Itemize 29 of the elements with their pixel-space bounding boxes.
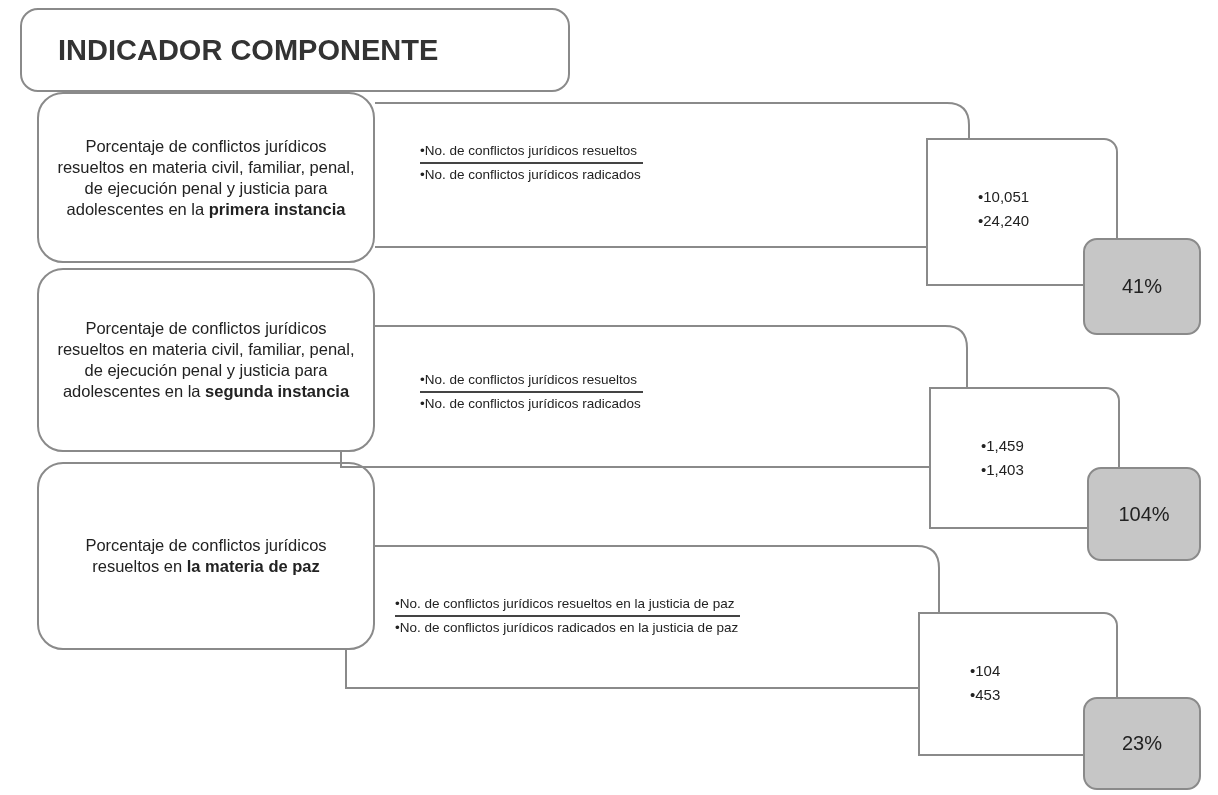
percentage-box: [1087, 467, 1201, 561]
count-value: •1,459: [981, 436, 1024, 456]
denominator-text: •No. de conflictos jurídicos radicados en la justicia de paz: [395, 619, 740, 637]
value-box: [918, 612, 1118, 756]
numerator-text: •No. de conflictos jurídicos resueltos: [420, 140, 644, 164]
count-value: •1,403: [981, 460, 1024, 480]
indicator-description: Porcentaje de conflictos jurídicos resueltos en la materia de paz: [84, 535, 328, 577]
indicator-box: [37, 92, 375, 263]
percentage-box: [1083, 697, 1201, 790]
count-value: •10,051: [978, 187, 1030, 207]
value-box: [926, 138, 1118, 286]
percentage-box: [1083, 238, 1201, 335]
indicator-box: [37, 462, 375, 650]
indicator-box: [37, 268, 375, 452]
percentage-value: 23%: [1122, 732, 1162, 755]
percentage-value: 104%: [1118, 502, 1170, 526]
count-value: •104: [970, 661, 1001, 681]
indicator-description: Porcentaje de conflictos jurídicos resueltos en materia civil, familiar, penal, de ejecución penal y justicia para adolescentes en la segunda instancia: [56, 318, 356, 402]
title-box: [20, 8, 570, 92]
percentage-value: 41%: [1122, 275, 1162, 298]
count-value: •24,240: [978, 211, 1030, 231]
value-box: [929, 387, 1120, 529]
numerator-text: •No. de conflictos jurídicos resueltos: [420, 369, 644, 393]
denominator-text: •No. de conflictos jurídicos radicados: [420, 166, 642, 184]
denominator-text: •No. de conflictos jurídicos radicados: [420, 395, 642, 413]
indicator-heading: INDICADOR COMPONENTE: [58, 33, 439, 67]
count-value: •453: [970, 685, 1001, 705]
numerator-text: •No. de conflictos jurídicos resueltos en la justicia de paz: [395, 593, 741, 617]
indicator-description: Porcentaje de conflictos jurídicos resueltos en materia civil, familiar, penal, de ejecución penal y justicia para adolescentes en la primera instancia: [56, 135, 356, 220]
